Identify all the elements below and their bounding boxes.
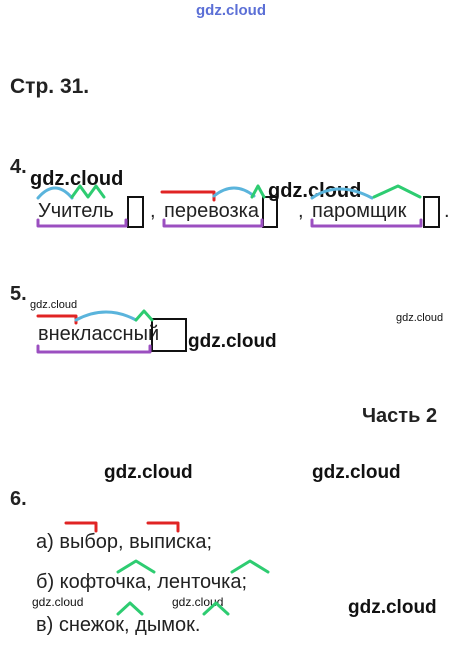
- watermark: gdz.cloud: [32, 595, 84, 609]
- task5-word: внеклассный: [38, 323, 160, 345]
- separator: ,: [298, 200, 304, 222]
- part-heading: Часть 2: [362, 405, 438, 427]
- task4-word-3: паромщик: [312, 200, 407, 222]
- task6-line-c: в) снежок, дымок.: [36, 614, 201, 636]
- watermark: gdz.cloud: [104, 462, 193, 483]
- ending-box: [262, 196, 278, 228]
- prefix-mark: [36, 314, 78, 325]
- watermark: gdz.cloud: [30, 168, 124, 190]
- suffix-mark: [134, 309, 154, 322]
- ending-box: [151, 318, 187, 352]
- prefix-mark: [64, 521, 98, 533]
- task6-line-a: а) выбор, выписка;: [36, 531, 213, 553]
- separator: ,: [150, 200, 156, 222]
- root-arc: [74, 310, 138, 322]
- end-period: .: [444, 200, 450, 222]
- task-number: 5.: [10, 283, 27, 305]
- suffix-mark: [116, 601, 144, 616]
- watermark-top: gdz.cloud: [196, 2, 266, 19]
- watermark: gdz.cloud: [30, 299, 78, 311]
- stem-bracket: [36, 344, 152, 354]
- prefix-mark: [160, 190, 216, 202]
- watermark: gdz.cloud: [348, 597, 437, 618]
- task4-word-1: Учитель: [38, 200, 114, 222]
- watermark: gdz.cloud: [312, 462, 401, 483]
- page-heading: Стр. 31.: [10, 75, 90, 98]
- ending-box: [127, 196, 144, 228]
- watermark: gdz.cloud: [172, 595, 224, 609]
- task6-line-b: б) кофточка, ленточка;: [36, 571, 247, 593]
- task-number: 6.: [10, 488, 27, 510]
- root-arc: [212, 186, 256, 198]
- prefix-mark: [146, 521, 180, 533]
- watermark: gdz.cloud: [396, 312, 444, 324]
- task-number: 4.: [10, 156, 27, 178]
- task4-word-2: перевозка: [164, 200, 259, 222]
- ending-box: [423, 196, 440, 228]
- suffix-mark: [372, 184, 422, 199]
- watermark: gdz.cloud: [188, 331, 277, 352]
